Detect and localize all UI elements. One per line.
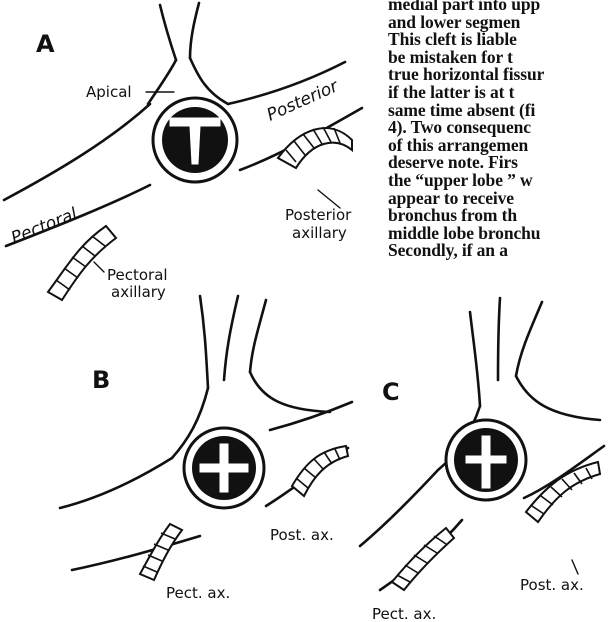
label-posterior: Posterior [264, 76, 342, 125]
panel-a-letter: A [36, 30, 55, 58]
b-posterior-axillary-vessel [292, 446, 348, 496]
text-line: if the latter is at t [388, 84, 611, 102]
b-trunk-right-wall [250, 372, 330, 412]
pectoral-trunk-upper-wall [4, 104, 150, 200]
body-text-column: medial part into upp and lower segmen Th… [388, 0, 611, 260]
pectoral-axillary-leader [94, 262, 104, 272]
label-posterior-axillary-line1: Posterior [285, 206, 352, 224]
b-pectoral-upper-wall [60, 458, 172, 508]
c-trunk-right-wall [516, 376, 600, 420]
b-pectoral-lower-wall [72, 536, 200, 570]
c-apical-branch-left [470, 312, 480, 406]
panel-b: B Post. ax. [60, 296, 352, 602]
b-posterior-upper-wall [270, 402, 352, 430]
panel-c: C [360, 298, 604, 622]
c-label-pect-ax: Pect. ax. [372, 605, 436, 622]
b-apical-branch-middle [224, 296, 238, 380]
pectoral-axillary-vessel [48, 226, 116, 300]
bronchus-cross-section-a [153, 98, 237, 182]
posterior-axillary-vessel [278, 127, 352, 168]
panel-c-letter: C [382, 378, 400, 406]
c-pectoral-axillary-vessel [392, 528, 454, 590]
label-apical: Apical [86, 83, 132, 101]
c-apical-branch-middle [498, 298, 500, 380]
text-line: Secondly, if an a [388, 242, 611, 260]
bronchus-cross-section-b [184, 428, 264, 508]
label-posterior-axillary-line2: axillary [292, 224, 347, 242]
b-apical-branch-left [200, 296, 208, 388]
panel-b-letter: B [92, 366, 110, 394]
bronchus-cross-section-c [446, 420, 526, 500]
apical-branch-right [190, 3, 199, 58]
label-pectoral-axillary-line2: axillary [111, 283, 166, 301]
apical-branch-left [160, 5, 176, 60]
c-apical-branch-right [516, 302, 542, 376]
b-label-pect-ax: Pect. ax. [166, 584, 230, 602]
b-apical-branch-right [250, 300, 266, 372]
apical-trunk-left-wall [148, 60, 176, 104]
c-pectoral-upper-wall [360, 470, 438, 546]
b-label-post-ax: Post. ax. [270, 526, 334, 544]
label-pectoral-axillary-line1: Pectoral [107, 266, 168, 284]
label-pectoral: Pectoral [8, 204, 80, 249]
text-line: the “upper lobe ” w [388, 172, 611, 190]
c-label-post-ax: Post. ax. [520, 576, 584, 594]
panel-a: A [4, 3, 362, 301]
c-post-ax-leader [572, 560, 578, 574]
